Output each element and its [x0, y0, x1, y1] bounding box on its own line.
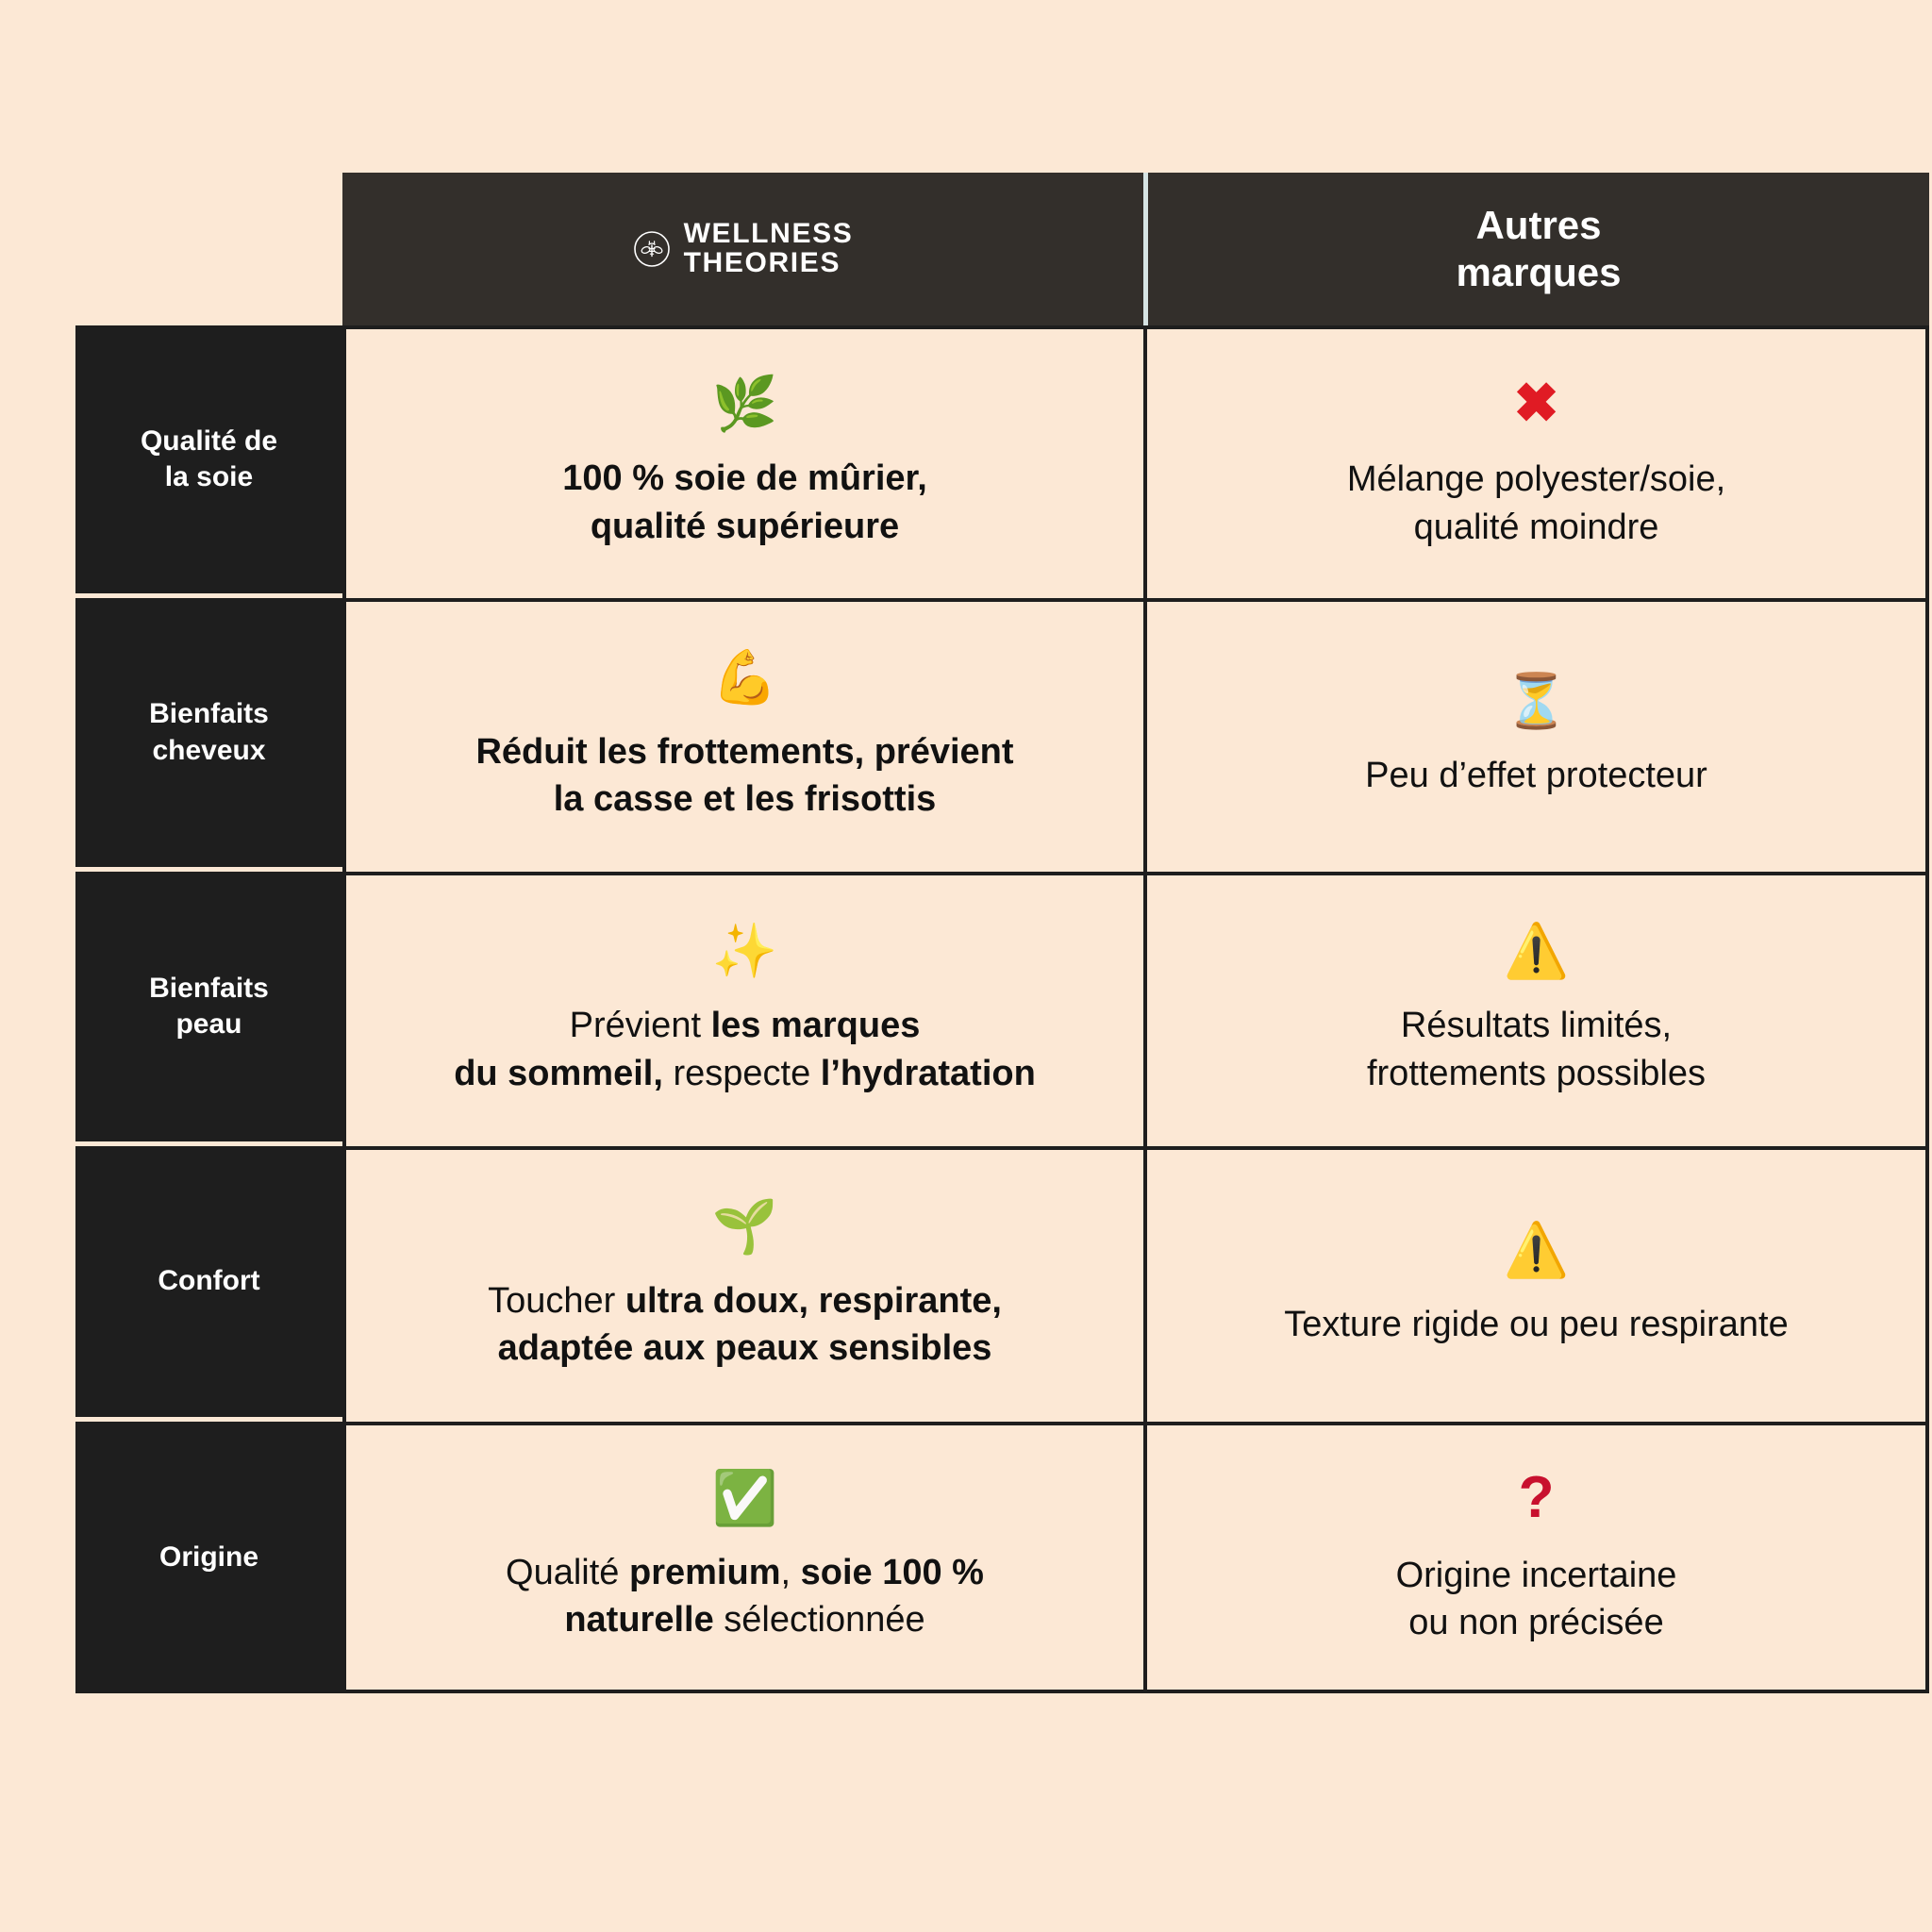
row-label-line-1: Bienfaits — [149, 698, 269, 730]
row-label-text: Origine — [158, 1541, 258, 1573]
header-empty-corner — [75, 173, 342, 325]
seedling-icon: 🌱 — [711, 1195, 778, 1256]
row-label-line-2: peau — [175, 1008, 242, 1040]
warning-icon: ⚠️ — [1503, 1219, 1570, 1279]
cell-brand-confort: 🌱 Toucher ultra doux, respirante,adaptée… — [342, 1146, 1143, 1422]
brand-wordmark: WELLNESS THEORIES — [683, 218, 854, 278]
row-label-qualite-de-la-soie: Qualité de la soie — [75, 325, 342, 593]
cell-other-bienfaits-peau: ⚠️ Résultats limités,frottements possibl… — [1143, 872, 1929, 1146]
header-other-brands-column: Autres marques — [1143, 173, 1929, 325]
row-label-text: Bienfaits peau — [149, 971, 269, 1043]
cell-brand-origine: ✅ Qualité premium, soie 100 %naturelle s… — [342, 1422, 1143, 1693]
row-label-text: Confort — [158, 1265, 260, 1297]
cell-brand-qualite-de-la-soie: 🌿 100 % soie de mûrier,qualité supérieur… — [342, 325, 1143, 598]
hourglass-icon: ⏳ — [1503, 670, 1570, 730]
brand-lockup: WELLNESS THEORIES — [633, 218, 854, 278]
question-mark-icon: ? — [1518, 1464, 1555, 1530]
row-label-bienfaits-cheveux: Bienfaits cheveux — [75, 598, 342, 867]
row-label-text: Qualité de la soie — [141, 424, 277, 496]
row-label-confort: Confort — [75, 1146, 342, 1417]
header-brand-column: WELLNESS THEORIES — [342, 173, 1143, 325]
cell-other-confort: ⚠️ Texture rigide ou peu respirante — [1143, 1146, 1929, 1422]
flexed-biceps-icon: 💪 — [711, 646, 778, 707]
row-label-line-1: Qualité de — [140, 425, 278, 457]
herb-icon: 🌿 — [711, 374, 778, 434]
warning-icon: ⚠️ — [1503, 921, 1570, 981]
check-mark-button-icon: ✅ — [711, 1467, 778, 1527]
comparison-table: WELLNESS THEORIES Autres marques Qualité… — [75, 173, 1929, 1693]
other-brands-title: Autres marques — [1456, 202, 1621, 297]
other-title-line-1: Autres — [1475, 202, 1602, 247]
row-label-bienfaits-peau: Bienfaits peau — [75, 872, 342, 1141]
brand-line-1: WELLNESS — [683, 218, 854, 250]
row-label-line-1: Bienfaits — [149, 972, 269, 1004]
row-label-text: Bienfaits cheveux — [149, 696, 269, 769]
cell-brand-text: Toucher ultra doux, respirante,adaptée a… — [488, 1280, 1002, 1368]
sparkles-icon: ✨ — [711, 921, 778, 981]
cell-other-text: Peu d’effet protecteur — [1365, 755, 1707, 795]
cell-brand-text: 100 % soie de mûrier,qualité supérieure — [562, 458, 927, 546]
other-title-line-2: marques — [1456, 250, 1622, 294]
cell-brand-text: Qualité premium, soie 100 %naturelle sél… — [506, 1552, 984, 1640]
cross-mark-icon: ✖ — [1513, 373, 1559, 435]
cell-other-text: Mélange polyester/soie,qualité moindre — [1346, 459, 1726, 547]
row-label-line-2: la soie — [164, 461, 254, 492]
row-label-origine: Origine — [75, 1422, 342, 1693]
cell-other-text: Résultats limités,frottements possibles — [1366, 1006, 1707, 1093]
cell-other-text: Texture rigide ou peu respirante — [1284, 1304, 1789, 1344]
bee-in-circle-icon — [633, 230, 671, 268]
cell-other-bienfaits-cheveux: ⏳ Peu d’effet protecteur — [1143, 598, 1929, 872]
cell-other-qualite-de-la-soie: ✖ Mélange polyester/soie,qualité moindre — [1143, 325, 1929, 598]
brand-line-2: THEORIES — [683, 247, 841, 278]
row-label-line-2: cheveux — [152, 734, 266, 766]
